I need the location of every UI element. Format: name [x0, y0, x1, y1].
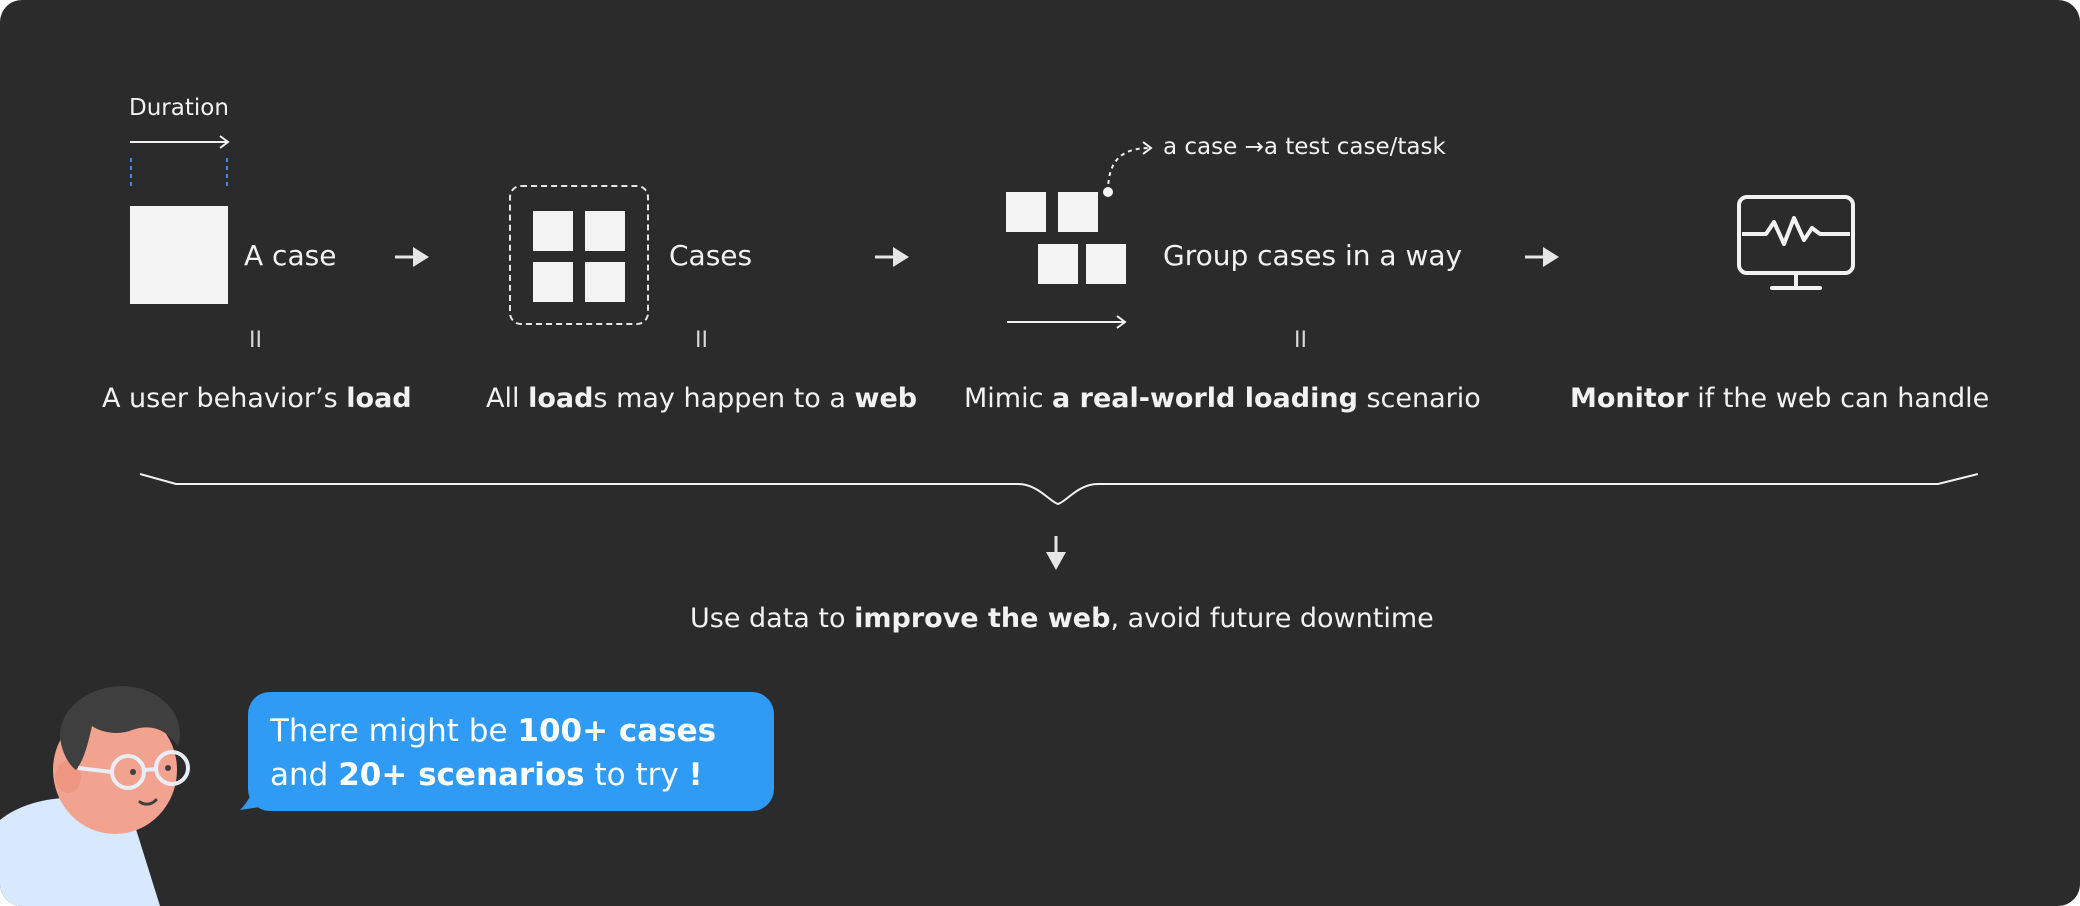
caption-2-bold-web: web: [854, 383, 918, 414]
caption-2-a: All: [486, 383, 529, 414]
monitor-heartbeat-icon: [1737, 195, 1855, 290]
cases-label: Cases: [669, 239, 753, 272]
equals-sign-1: II: [249, 328, 262, 353]
caption-1-text: A user behavior’s: [102, 383, 347, 414]
caption-all-loads: All loads may happen to a web: [486, 383, 917, 414]
bubble-line1-prefix: There might be: [270, 713, 518, 749]
test-case-annotation: a case →a test case/task: [1163, 134, 1446, 160]
bubble-line2-prefix: and: [270, 757, 339, 793]
sequence-arrow-icon: [1007, 315, 1127, 329]
duration-label: Duration: [129, 95, 229, 121]
case-square: [1058, 192, 1098, 232]
case-square: [1006, 192, 1046, 232]
a-case-label: A case: [244, 239, 337, 272]
caption-4-bold: Monitor: [1570, 383, 1689, 414]
equals-sign-3: II: [1294, 328, 1307, 353]
down-arrow-icon: [1046, 536, 1066, 570]
bubble-exclaim: !: [688, 757, 703, 793]
case-square: [1038, 244, 1078, 284]
caption-1-bold: load: [346, 383, 412, 414]
caption-3-c: scenario: [1357, 383, 1481, 414]
case-square: [533, 211, 573, 251]
bubble-line1-bold: 100+ cases: [517, 713, 717, 749]
right-arrow-icon: [875, 247, 909, 267]
bubble-line2-bold: 20+ scenarios: [338, 757, 585, 793]
group-cases-label: Group cases in a way: [1163, 239, 1463, 272]
right-arrow-icon: [1525, 247, 1559, 267]
curly-brace: [139, 473, 1979, 506]
caption-real-world-scenario: Mimic a real-world loading scenario: [964, 383, 1481, 414]
right-arrow-icon: [395, 247, 429, 267]
caption-3-a: Mimic: [964, 383, 1053, 414]
person-avatar: [0, 686, 190, 906]
case-square: [585, 211, 625, 251]
caption-2-bold-load: load: [528, 383, 594, 414]
annotation-dotted-arrow-icon: [1103, 141, 1153, 197]
speech-bubble: There might be 100+ cases and 20+ scenar…: [248, 692, 774, 811]
bubble-line2-suffix: to try: [584, 757, 689, 793]
single-case-square: [130, 206, 228, 304]
caption-4-rest: if the web can handle: [1688, 383, 1990, 414]
equals-sign-2: II: [695, 328, 708, 353]
bubble-line-1: There might be 100+ cases: [270, 709, 752, 753]
case-square: [1086, 244, 1126, 284]
caption-monitor: Monitor if the web can handle: [1570, 383, 1989, 414]
conclusion-prefix: Use data to: [690, 603, 855, 634]
bubble-line-2: and 20+ scenarios to try !: [270, 753, 752, 797]
caption-2-c: s may happen to a: [593, 383, 855, 414]
case-square: [533, 262, 573, 302]
duration-arrow-icon: [130, 135, 230, 186]
conclusion-text: Use data to improve the web, avoid futur…: [690, 603, 1434, 634]
case-square: [585, 262, 625, 302]
cases-group-box: [509, 185, 649, 325]
caption-user-behavior-load: A user behavior’s load: [102, 383, 412, 414]
conclusion-bold: improve the web: [854, 603, 1111, 634]
conclusion-suffix: , avoid future downtime: [1110, 603, 1434, 634]
caption-3-bold: a real-world loading: [1052, 383, 1358, 414]
